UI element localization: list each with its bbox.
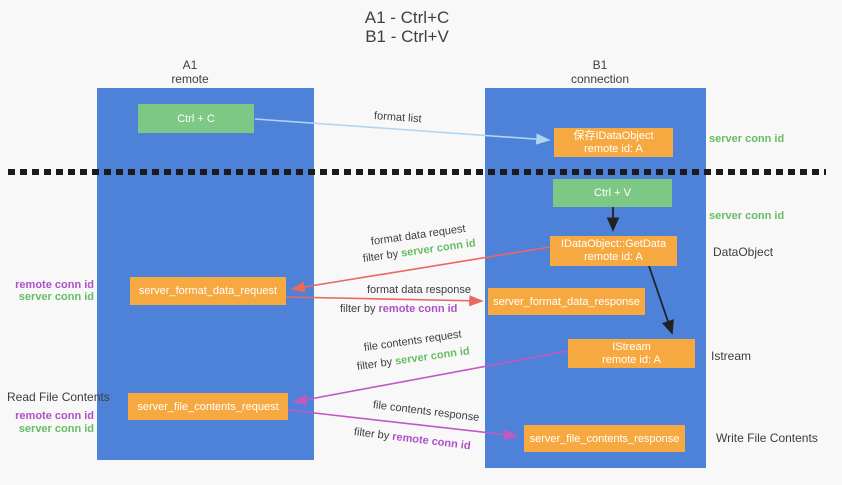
node-istream-line2: remote id: A bbox=[602, 353, 661, 366]
arrow-format-response bbox=[285, 295, 484, 307]
node-istream: IStream remote id: A bbox=[568, 339, 695, 368]
lane-header-b1: B1 connection bbox=[540, 58, 660, 86]
label-remote-conn-id-left-bottom: remote conn id bbox=[15, 410, 94, 422]
node-server-format-data-response-label: server_format_data_response bbox=[493, 295, 640, 308]
node-idataobject-getdata-line1: IDataObject::GetData bbox=[560, 238, 667, 250]
label-server-conn-id-mid-right: server conn id bbox=[709, 210, 785, 222]
node-ctrl-v-label: Ctrl + V bbox=[594, 187, 631, 199]
node-server-file-contents-request-label: server_file_contents_request bbox=[137, 400, 279, 413]
filter-by-text: filter by bbox=[353, 426, 390, 443]
node-server-format-data-request-label: server_format_data_request bbox=[138, 285, 278, 297]
node-idataobject-getdata-line2: remote id: A bbox=[584, 251, 643, 263]
server-conn-id-text: server conn id bbox=[394, 345, 471, 368]
label-server-conn-id-top-right: server conn id bbox=[709, 133, 785, 145]
filter-by-text: filter by bbox=[362, 248, 399, 265]
label-dataobject: DataObject bbox=[713, 245, 774, 259]
node-server-format-data-request: server_format_data_request bbox=[130, 277, 286, 305]
node-istream-line1: IStream bbox=[612, 340, 651, 353]
label-read-file-contents: Read File Contents bbox=[7, 390, 110, 404]
lane-b1-subtitle: connection bbox=[570, 72, 630, 86]
node-server-file-contents-request: server_file_contents_request bbox=[128, 393, 288, 420]
lane-a1-subtitle: remote bbox=[171, 72, 209, 86]
arrow-label-filter-by-remote-conn-id-2: filter by remote conn id bbox=[353, 426, 471, 452]
arrow-label-filter-by-remote-conn-id-1: filter by remote conn id bbox=[340, 303, 457, 315]
title-line-2: B1 - Ctrl+V bbox=[365, 27, 449, 46]
node-server-file-contents-response-label: server_file_contents_response bbox=[529, 432, 680, 445]
lane-header-a1: A1 remote bbox=[130, 58, 250, 86]
remote-conn-id-text: remote conn id bbox=[378, 303, 458, 315]
lane-b1-name: B1 bbox=[592, 58, 608, 72]
node-ctrl-v: Ctrl + V bbox=[553, 179, 672, 207]
node-ctrl-c-label: Ctrl + C bbox=[177, 112, 215, 125]
label-server-conn-id-left-bottom: server conn id bbox=[18, 423, 94, 435]
label-server-conn-id-left-top: server conn id bbox=[18, 291, 94, 303]
node-save-idataobject-line1: 保存IDataObject bbox=[573, 129, 654, 142]
lane-a1-name: A1 bbox=[182, 58, 198, 72]
node-save-idataobject: 保存IDataObject remote id: A bbox=[554, 128, 673, 157]
node-server-file-contents-response: server_file_contents_response bbox=[524, 425, 685, 452]
diagram-title: A1 - Ctrl+C B1 - Ctrl+V bbox=[365, 8, 450, 46]
arrow-label-file-contents-response: file contents response bbox=[372, 399, 480, 424]
filter-by-text: filter by bbox=[356, 356, 393, 373]
label-istream: Istream bbox=[711, 349, 752, 363]
remote-conn-id-text: remote conn id bbox=[391, 430, 472, 453]
title-line-1: A1 - Ctrl+C bbox=[364, 8, 450, 27]
arrow-label-format-list: format list bbox=[373, 110, 422, 126]
dotted-separator bbox=[8, 169, 826, 175]
node-save-idataobject-line2: remote id: A bbox=[584, 142, 643, 155]
label-remote-conn-id-left-top: remote conn id bbox=[15, 279, 94, 291]
label-write-file-contents: Write File Contents bbox=[716, 431, 818, 445]
node-ctrl-c: Ctrl + C bbox=[138, 104, 254, 133]
arrow-label-format-data-response: format data response bbox=[367, 284, 471, 296]
node-server-format-data-response: server_format_data_response bbox=[488, 288, 645, 315]
filter-by-text: filter by bbox=[340, 303, 376, 315]
node-idataobject-getdata: IDataObject::GetData remote id: A bbox=[550, 236, 677, 266]
